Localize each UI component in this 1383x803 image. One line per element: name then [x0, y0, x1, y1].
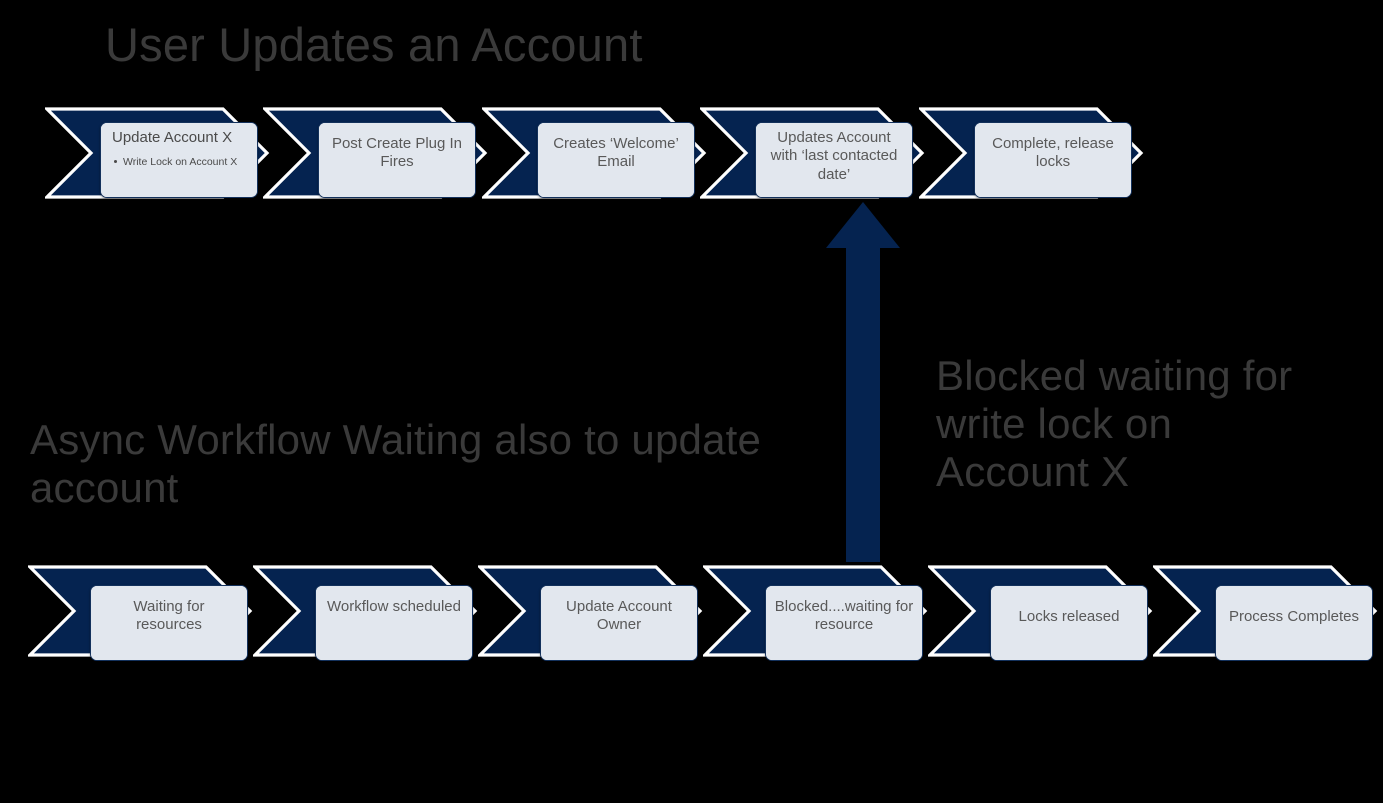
stage-card[interactable]: Waiting for resources [90, 585, 248, 661]
stage-creates-welcome-email[interactable]: Creates ‘Welcome’ Email [482, 107, 722, 199]
stage-card[interactable]: Workflow scheduled [315, 585, 473, 661]
stage-card[interactable]: Update Account Owner [540, 585, 698, 661]
stage-card[interactable]: Creates ‘Welcome’ Email [537, 122, 695, 198]
stage-blocked-waiting-for-resource[interactable]: Blocked....waiting for resource [703, 565, 943, 661]
stage-process-completes[interactable]: Process Completes [1153, 565, 1383, 661]
card-inner-chevron-icon [541, 586, 697, 660]
stage-card-text: Update Account Owner [566, 598, 672, 634]
stage-card-text: Locks released [1018, 608, 1120, 625]
stage-card-text: Complete, release locks [992, 135, 1114, 171]
card-inner-chevron-icon [319, 123, 475, 197]
stage-locks-released[interactable]: Locks released [928, 565, 1168, 661]
bullet-dot-icon [114, 159, 117, 163]
blocked-up-arrow-icon [826, 202, 900, 562]
stage-card[interactable]: Updates Account with ‘last contacted dat… [755, 122, 913, 198]
card-inner-chevron-icon [991, 586, 1147, 660]
stage-workflow-scheduled[interactable]: Workflow scheduled [253, 565, 493, 661]
card-inner-chevron-icon [975, 123, 1131, 197]
card-inner-chevron-icon [766, 586, 922, 660]
page-title: User Updates an Account [105, 18, 643, 71]
stage-card-title: Update Account X [112, 129, 233, 146]
stage-card-bullet-text: Write Lock on Account X [123, 156, 238, 168]
stage-card[interactable]: Complete, release locks [974, 122, 1132, 198]
stage-updates-account-last-contacted-date[interactable]: Updates Account with ‘last contacted dat… [700, 107, 940, 199]
card-inner-chevron-icon [316, 586, 472, 660]
stage-card-text: Workflow scheduled [327, 598, 461, 615]
stage-update-account-x[interactable]: Update Account X Write Lock on Account X [45, 107, 285, 199]
stage-card-text: Waiting for resources [133, 598, 205, 634]
stage-card-text: Updates Account with ‘last contacted dat… [770, 129, 898, 183]
stage-post-create-plug-in-fires[interactable]: Post Create Plug In Fires [263, 107, 503, 199]
stage-card-text: Post Create Plug In Fires [331, 135, 463, 171]
card-inner-chevron-icon [756, 123, 912, 197]
card-inner-chevron-icon [101, 123, 257, 197]
blocked-waiting-label: Blocked waiting for write lock on Accoun… [936, 352, 1293, 495]
async-workflow-label: Async Workflow Waiting also to update ac… [30, 416, 762, 511]
stage-card-text: Creates ‘Welcome’ Email [553, 135, 679, 171]
stage-card[interactable]: Process Completes [1215, 585, 1373, 661]
stage-card[interactable]: Update Account X Write Lock on Account X [100, 122, 258, 198]
stage-card-text: Blocked....waiting for resource [774, 598, 914, 634]
stage-card[interactable]: Post Create Plug In Fires [318, 122, 476, 198]
stage-card-bullet: Write Lock on Account X [114, 156, 237, 168]
card-inner-chevron-icon [538, 123, 694, 197]
stage-update-account-owner[interactable]: Update Account Owner [478, 565, 718, 661]
card-inner-chevron-icon [1216, 586, 1372, 660]
card-inner-chevron-icon [91, 586, 247, 660]
stage-card[interactable]: Locks released [990, 585, 1148, 661]
stage-waiting-for-resources[interactable]: Waiting for resources [28, 565, 268, 661]
stage-card-text: Process Completes [1228, 608, 1360, 625]
stage-complete-release-locks[interactable]: Complete, release locks [919, 107, 1159, 199]
stage-card[interactable]: Blocked....waiting for resource [765, 585, 923, 661]
